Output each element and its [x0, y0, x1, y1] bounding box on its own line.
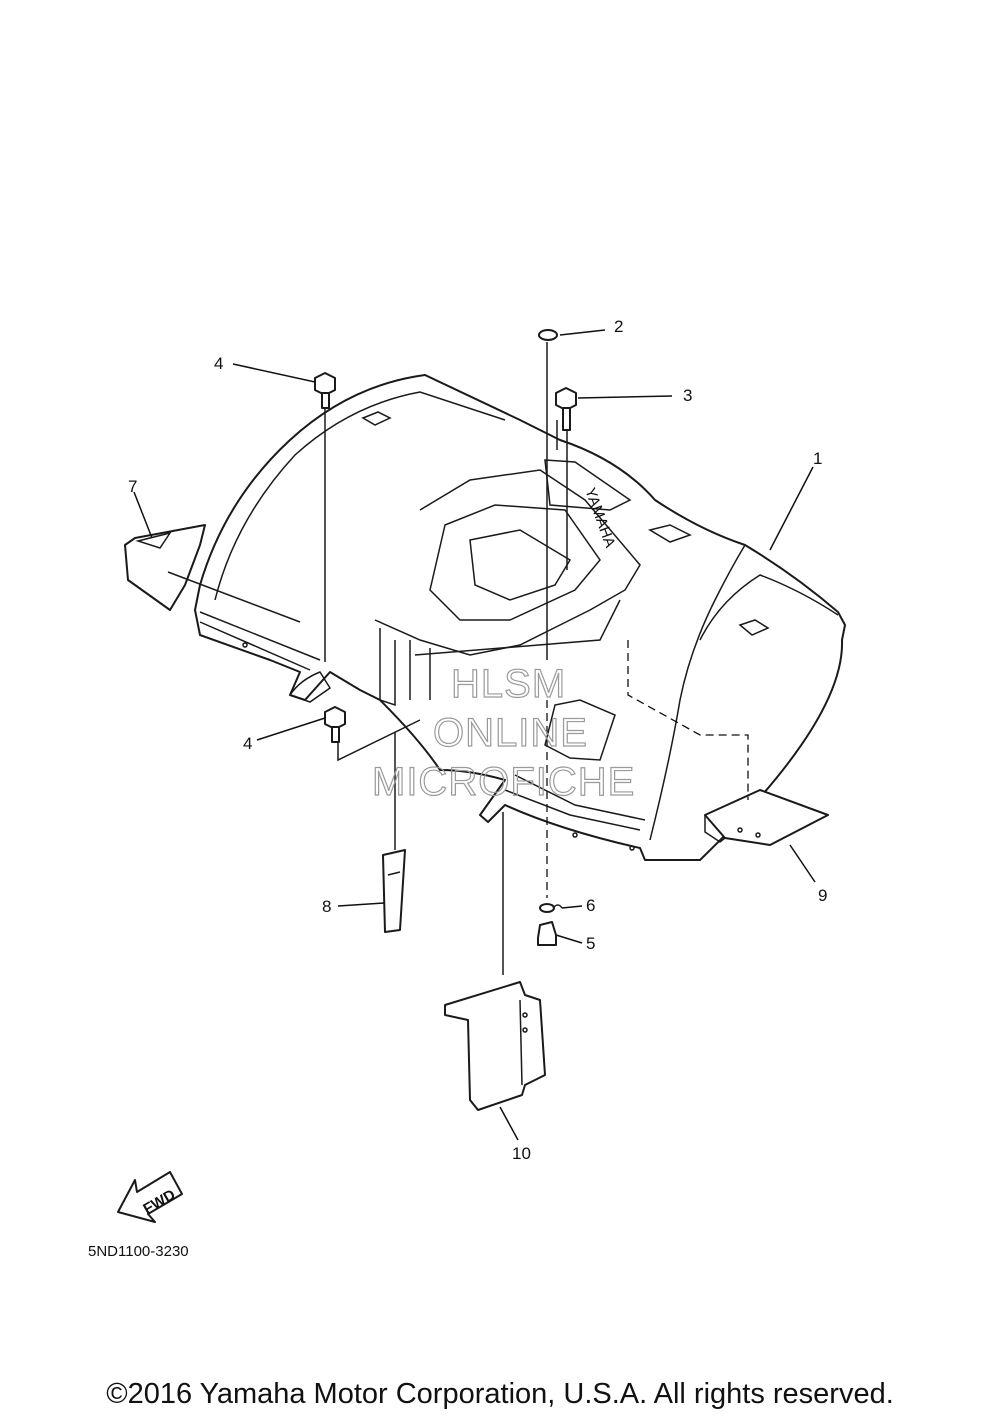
watermark: HLSM ONLINE MICROFICHE [371, 661, 635, 804]
callout-9: 9 [818, 886, 827, 905]
callout-1: 1 [813, 449, 822, 468]
callout-2: 2 [614, 317, 623, 336]
clip-part-6[interactable] [539, 903, 563, 913]
heat-shield-part-9[interactable] [704, 789, 829, 846]
rear-fender-part-1[interactable]: YAMAHA [194, 374, 846, 861]
leader-line-10 [499, 1106, 519, 1141]
leader-line-7 [133, 491, 153, 539]
callout-4-lower: 4 [243, 734, 252, 753]
watermark-line-3: MICROFICHE [372, 760, 635, 804]
watermark-line-1: HLSM [451, 662, 566, 706]
leader-line-8 [337, 902, 385, 907]
protector-part-10[interactable] [444, 981, 546, 1111]
callout-6: 6 [586, 896, 595, 915]
copyright-notice: ©2016 Yamaha Motor Corporation, U.S.A. A… [106, 1378, 894, 1410]
callout-3: 3 [683, 386, 692, 405]
nut-part-5[interactable] [537, 921, 557, 946]
leader-line-3 [577, 395, 673, 399]
plate-part-8[interactable] [382, 849, 406, 933]
bolt-part-3[interactable] [555, 387, 577, 431]
leader-line-1 [769, 466, 814, 551]
watermark-line-2: ONLINE [433, 711, 588, 755]
bolt-part-4-lower[interactable] [324, 706, 346, 743]
leader-line-2 [559, 329, 606, 336]
bolt-part-4-upper[interactable] [314, 372, 336, 409]
callout-10: 10 [512, 1144, 531, 1163]
callout-5: 5 [586, 934, 595, 953]
guard-part-7[interactable] [124, 524, 206, 611]
cap-part-2[interactable] [538, 329, 558, 341]
diagram-code: 5ND1100-3230 [88, 1243, 189, 1260]
fwd-arrow-icon: FWD [117, 1171, 183, 1223]
leader-line-9 [789, 844, 816, 883]
callout-7: 7 [128, 477, 137, 496]
leader-line-6 [561, 905, 583, 909]
callout-4-upper: 4 [214, 354, 223, 373]
leader-line-4-lower [256, 717, 326, 741]
callout-8: 8 [322, 897, 331, 916]
leader-line-4-upper [232, 363, 316, 383]
leader-line-5 [555, 934, 583, 944]
